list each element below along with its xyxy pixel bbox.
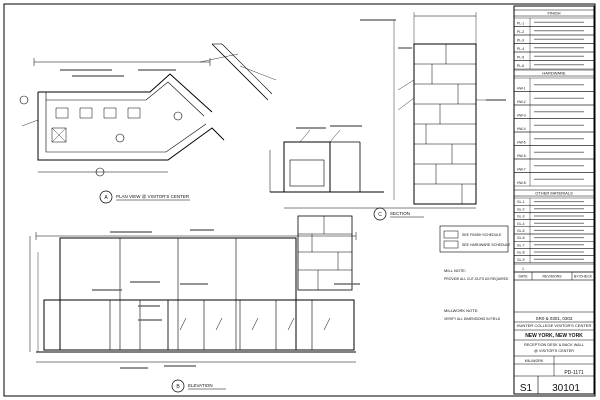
finish-legend-code: PL-2	[517, 30, 524, 34]
note-a-head: MILL NOTE:	[444, 268, 466, 273]
sheet-number: 30101	[552, 383, 580, 394]
finish-header: FINISH	[547, 11, 560, 16]
note-a-body: PROVIDE ALL CUT-OUTS AS REQUIRED	[444, 277, 509, 281]
other-material-legend-code: GL-4	[517, 222, 525, 226]
note-b-body: VERIFY ALL DIMENSIONS IN FIELD	[444, 317, 501, 321]
revisions-column-label: REVISIONS	[542, 275, 562, 279]
section-view-title: SECTION	[390, 211, 410, 216]
other-material-legend-code: GL-6	[517, 236, 525, 240]
general-notes: MILL NOTE: PROVIDE ALL CUT-OUTS AS REQUI…	[444, 268, 509, 321]
project-number: SR0 & 0301, 0303	[536, 316, 573, 321]
plan-title: A PLAN VIEW @ VISITOR'S CENTER	[99, 190, 190, 204]
drawing-title-line-2: @ VISITOR'S CENTER	[534, 349, 574, 353]
finish-legend-code: PL-3	[517, 39, 524, 43]
key-line-2: SEE HARDWARE SCHEDULE	[462, 243, 511, 247]
section-view	[269, 12, 506, 209]
client-name: HUNTER COLLEGE VISITOR'S CENTER	[517, 323, 592, 328]
other-material-legend-code: GL-5	[517, 229, 525, 233]
plan-view-callout-bubble	[99, 190, 113, 204]
hardware-legend-code: HW-4	[517, 127, 526, 131]
hardware-legend-code: HW-2	[517, 100, 526, 104]
finish-key-box: SEE FINISH SCHEDULE SEE HARDWARE SCHEDUL…	[439, 225, 511, 253]
elevation-id: B	[176, 384, 180, 390]
other-material-legend-code: GL-1	[517, 200, 525, 204]
elevation-title: B ELEVATION	[171, 379, 226, 393]
other-material-legend-code: GL-9	[517, 258, 525, 262]
drawing-stamp: PD-1171	[564, 370, 584, 376]
sheet-border	[3, 3, 596, 397]
finish-legend-code: PL-1	[517, 22, 524, 26]
section-id: C	[378, 212, 382, 218]
section-title: C SECTION	[373, 207, 424, 221]
section-callout-bubble	[373, 207, 387, 221]
plan-view-title: PLAN VIEW @ VISITOR'S CENTER	[116, 194, 190, 199]
other-material-legend-code: GL-2	[517, 207, 525, 211]
title-block: FINISH HARDWARE OTHER MATERIALS PL-1PL-2…	[513, 5, 595, 395]
elevation-view-title: ELEVATION	[188, 383, 213, 388]
legend-rows: PL-1PL-2PL-3PL-4PL-5PL-6HW-1HW-2HW-3HW-4…	[513, 17, 595, 264]
sheet-code: S1	[520, 383, 533, 394]
hardware-legend-code: HW-7	[517, 168, 526, 172]
hardware-legend-code: HW-6	[517, 154, 526, 158]
hardware-legend-code: HW-5	[517, 141, 526, 145]
finish-legend-code: PL-5	[517, 56, 524, 60]
other-materials-header: OTHER MATERIALS	[535, 191, 573, 196]
drawing-title-line-1: RECEPTION DESK & BACK WALL	[524, 343, 584, 347]
diagonal-wall-detail	[211, 43, 277, 101]
date-column-label: DATE	[518, 275, 528, 279]
finish-legend-code: PL-4	[517, 47, 524, 51]
other-material-legend-code: GL-7	[517, 243, 525, 247]
hardware-header: HARDWARE	[542, 71, 566, 76]
other-material-legend-row	[513, 255, 595, 264]
finish-legend-code: PL-6	[517, 64, 524, 68]
hardware-legend-code: HW-1	[517, 87, 526, 91]
note-b-head: MILLWORK NOTE:	[444, 308, 478, 313]
other-material-legend-code: GL-8	[517, 251, 525, 255]
hardware-legend-code: HW-8	[517, 181, 526, 185]
key-line-1: SEE FINISH SCHEDULE	[462, 233, 502, 237]
elevation-view	[29, 215, 360, 369]
by-column-label: BY/CHECK	[574, 275, 593, 279]
hardware-legend-code: HW-3	[517, 114, 526, 118]
client-location: NEW YORK, NEW YORK	[525, 333, 583, 339]
other-material-legend-code: GL-3	[517, 215, 525, 219]
elevation-callout-bubble	[171, 379, 185, 393]
drawing-type: MILLWORK	[525, 359, 544, 363]
plan-view-id: A	[104, 195, 108, 201]
revision-number: 1	[522, 267, 524, 271]
hardware-legend-row	[513, 172, 595, 187]
plan-view	[19, 53, 239, 177]
finish-legend-row	[513, 60, 595, 70]
